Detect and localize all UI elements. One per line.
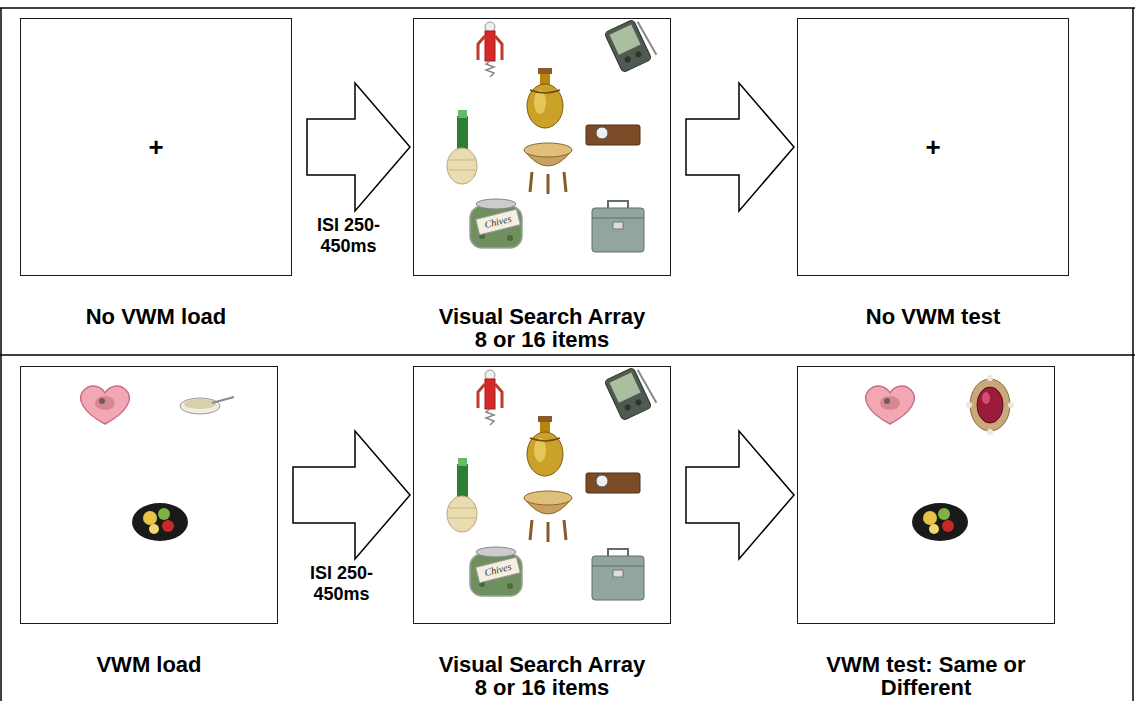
heart-box-picture [81, 386, 130, 424]
brooch-picture [987, 375, 993, 381]
jar-label-text: Chives [484, 214, 513, 230]
screen-caption: VWM load [41, 653, 257, 676]
brooch-picture [987, 429, 993, 435]
cereal-bowl-picture [180, 397, 234, 414]
cereal-bowl-picture [180, 398, 220, 414]
fixation-cross: + [798, 134, 1068, 160]
figure-frame [0, 8, 1135, 701]
brooch-picture [966, 375, 1014, 435]
screen-caption: Visual Search Array 8 or 16 items [434, 305, 650, 351]
screen-caption: Visual Search Array 8 or 16 items [434, 653, 650, 699]
brooch-picture [970, 379, 1010, 431]
isi-label: ISI 250-450ms [294, 215, 404, 256]
brooch-picture [982, 392, 990, 404]
trial-screen: VWM load [20, 366, 278, 624]
trial-screen: VWM test: Same or Different [797, 366, 1055, 624]
block-arrow [686, 431, 794, 559]
food-plate-picture [132, 503, 188, 541]
figure-frame [0, 7, 1135, 9]
trial-screen: Visual Search Array 8 or 16 items [413, 18, 671, 276]
brooch-picture [966, 402, 972, 408]
trial-screen: +No VWM load [20, 18, 292, 276]
heart-box-picture [866, 386, 915, 424]
trial-screen: +No VWM test [797, 18, 1069, 276]
isi-label: ISI 250-450ms [287, 563, 397, 604]
brooch-picture [1008, 402, 1014, 408]
trial-screen: Visual Search Array 8 or 16 items [413, 366, 671, 624]
cereal-bowl-picture [184, 399, 216, 409]
search-array-objects [447, 17, 657, 252]
screen-caption: VWM test: Same or Different [818, 653, 1034, 699]
cereal-bowl-picture [212, 397, 234, 403]
block-arrow [293, 431, 410, 559]
brooch-picture [977, 387, 1003, 423]
search-array-objects [447, 365, 657, 600]
screen-caption: No VWM load [48, 305, 264, 328]
block-arrow [686, 83, 794, 211]
figure-frame [0, 354, 1135, 356]
fixation-cross: + [21, 134, 291, 160]
screen-caption: No VWM test [825, 305, 1041, 328]
food-plate-picture [912, 503, 968, 541]
jar-label-text: Chives [484, 562, 513, 578]
block-arrow [307, 83, 410, 211]
